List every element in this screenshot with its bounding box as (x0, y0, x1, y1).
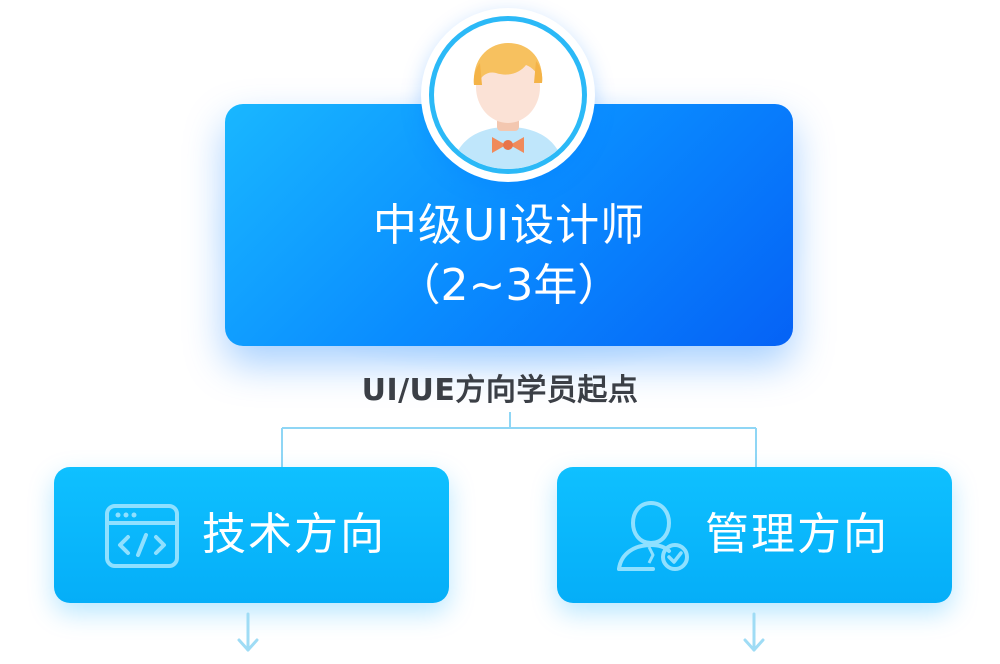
role-years: （2~3年） (396, 260, 622, 311)
designer-avatar-icon (452, 43, 564, 169)
subtitle-start-point: UI/UE方向学员起点 (361, 373, 639, 408)
direction-label-management: 管理方向 (705, 509, 889, 560)
user-verified-icon (617, 500, 689, 571)
down-arrow-icon (237, 612, 259, 652)
avatar (421, 8, 595, 182)
direction-card-management: 管理方向 (557, 467, 952, 603)
direction-card-tech: 技术方向 (54, 467, 449, 603)
role-title: 中级UI设计师 (372, 200, 646, 251)
direction-label-tech: 技术方向 (202, 509, 386, 560)
down-arrow-icon (743, 612, 765, 652)
code-window-icon (105, 504, 179, 568)
